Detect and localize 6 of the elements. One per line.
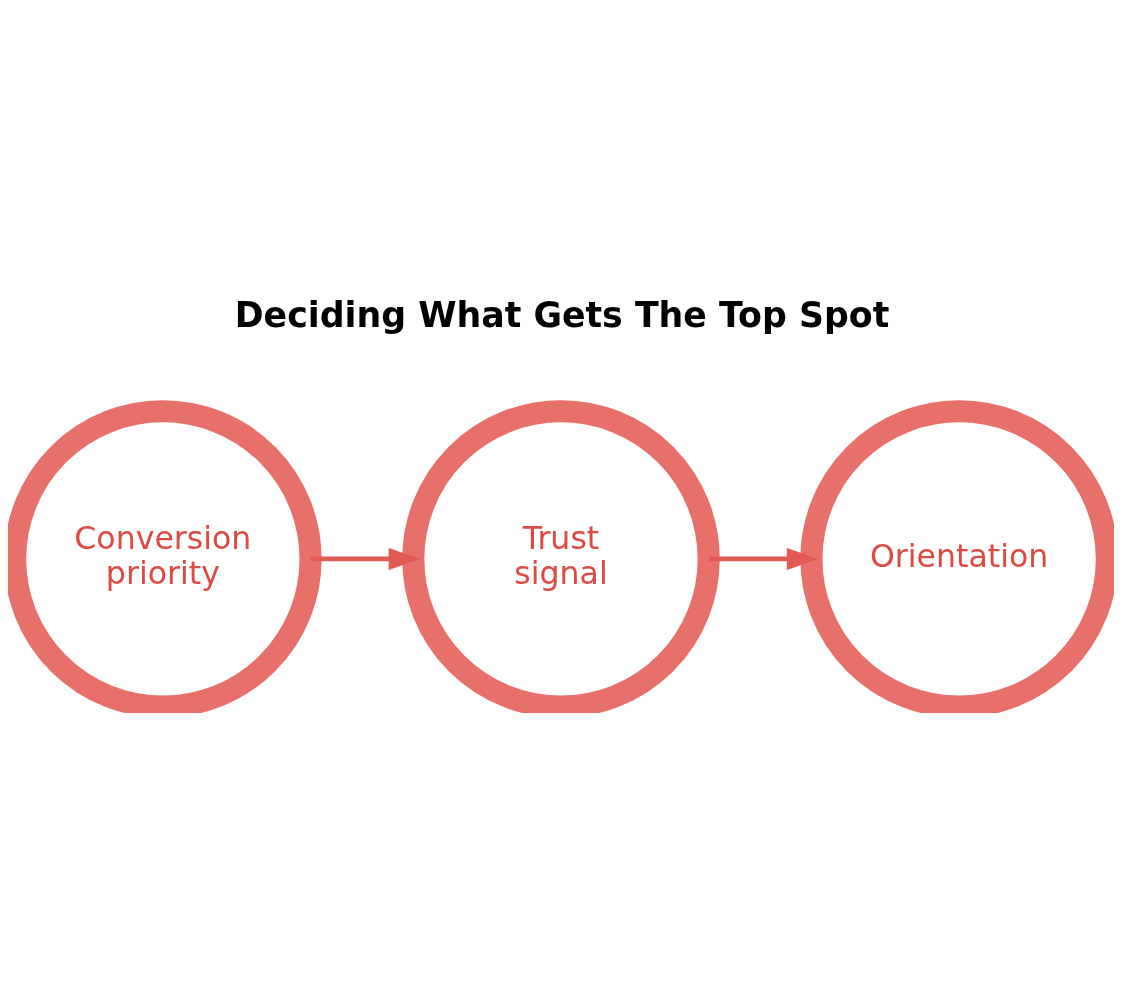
node-circle: Conversion priority [8, 399, 322, 713]
node-circle: Orientation [800, 399, 1114, 713]
arrow [310, 547, 421, 570]
arrow [709, 547, 819, 570]
node-circle: Trust signal [402, 399, 720, 713]
diagram-title: Deciding What Gets The Top Spot [234, 294, 890, 335]
